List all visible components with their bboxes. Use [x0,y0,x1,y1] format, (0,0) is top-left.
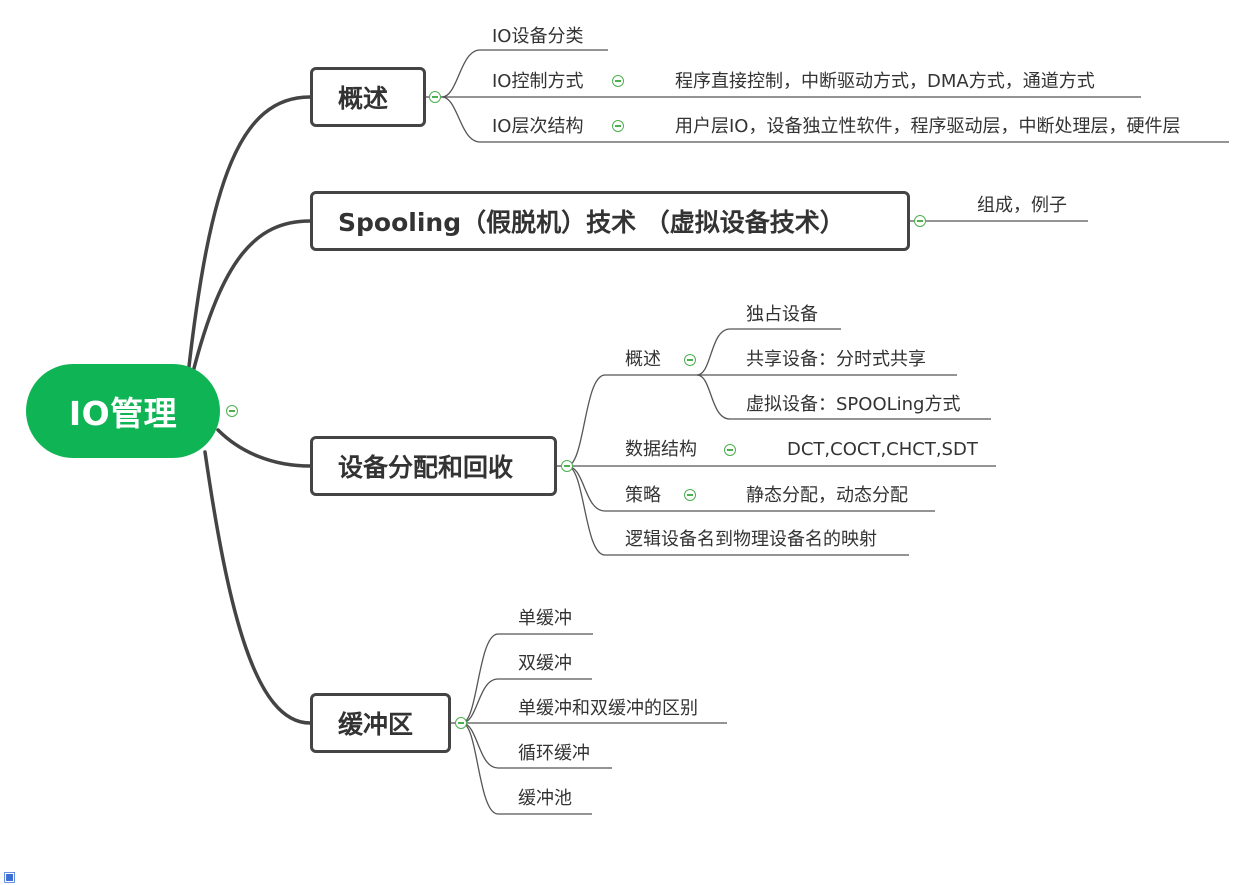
subtopic-shared-device[interactable]: 共享设备：分时式共享 [746,349,926,370]
collapse-minus-icon[interactable] [914,215,926,227]
subtopic-io-control[interactable]: IO控制方式 [492,71,584,92]
topic-device-alloc-label: 设备分配和回收 [338,453,514,482]
topic-buffer[interactable]: 缓冲区 [310,693,451,753]
subtopic-io-layers-detail[interactable]: 用户层IO，设备独立性软件，程序驱动层，中断处理层，硬件层 [675,116,1181,137]
subtopic-ring-buffer[interactable]: 循环缓冲 [518,743,590,764]
collapse-minus-icon[interactable] [684,489,696,501]
topic-buffer-label: 缓冲区 [338,710,414,739]
collapse-minus-icon[interactable] [561,460,573,472]
corner-logo-icon: ▣ [3,869,17,885]
collapse-minus-icon[interactable] [612,120,624,132]
root-to-spooling-line [191,219,312,374]
subtopic-spooling-compose[interactable]: 组成，例子 [977,195,1067,216]
topic-overview-label: 概述 [338,84,389,113]
subtopic-strategy[interactable]: 策略 [625,485,661,506]
subtopic-io-control-detail[interactable]: 程序直接控制，中断驱动方式，DMA方式，通道方式 [675,71,1095,92]
collapse-minus-icon[interactable] [612,75,624,87]
collapse-minus-icon[interactable] [226,405,238,417]
root-to-alloc-line [216,428,312,468]
subtopic-name-mapping[interactable]: 逻辑设备名到物理设备名的映射 [625,529,877,550]
collapse-minus-icon[interactable] [455,717,467,729]
subtopic-buffer-pool[interactable]: 缓冲池 [518,788,572,809]
topic-spooling[interactable]: Spooling（假脱机）技术 （虚拟设备技术） [310,191,910,251]
topic-device-alloc[interactable]: 设备分配和回收 [310,436,557,496]
collapse-minus-icon[interactable] [724,444,736,456]
subtopic-double-buffer[interactable]: 双缓冲 [518,653,572,674]
collapse-minus-icon[interactable] [429,91,441,103]
subtopic-alloc-overview[interactable]: 概述 [625,349,661,370]
subtopic-single-buffer[interactable]: 单缓冲 [518,608,572,629]
topic-spooling-label: Spooling（假脱机）技术 （虚拟设备技术） [338,208,845,237]
root-topic-label: IO管理 [68,394,178,433]
subtopic-io-layers[interactable]: IO层次结构 [492,116,584,137]
subtopic-strategy-detail[interactable]: 静态分配，动态分配 [746,485,908,506]
root-topic[interactable]: IO管理 [26,364,220,458]
subtopic-exclusive-device[interactable]: 独占设备 [746,304,818,325]
subtopic-data-structure[interactable]: 数据结构 [625,439,697,460]
root-to-overview-line [186,95,312,377]
subtopic-io-classify[interactable]: IO设备分类 [492,26,584,47]
root-to-buffer-line [203,450,312,725]
topic-overview[interactable]: 概述 [310,67,426,127]
subtopic-buffer-diff[interactable]: 单缓冲和双缓冲的区别 [518,698,698,719]
subtopic-virtual-device[interactable]: 虚拟设备：SPOOLing方式 [746,394,961,415]
collapse-minus-icon[interactable] [684,354,696,366]
subtopic-data-structure-detail[interactable]: DCT,COCT,CHCT,SDT [787,439,978,460]
